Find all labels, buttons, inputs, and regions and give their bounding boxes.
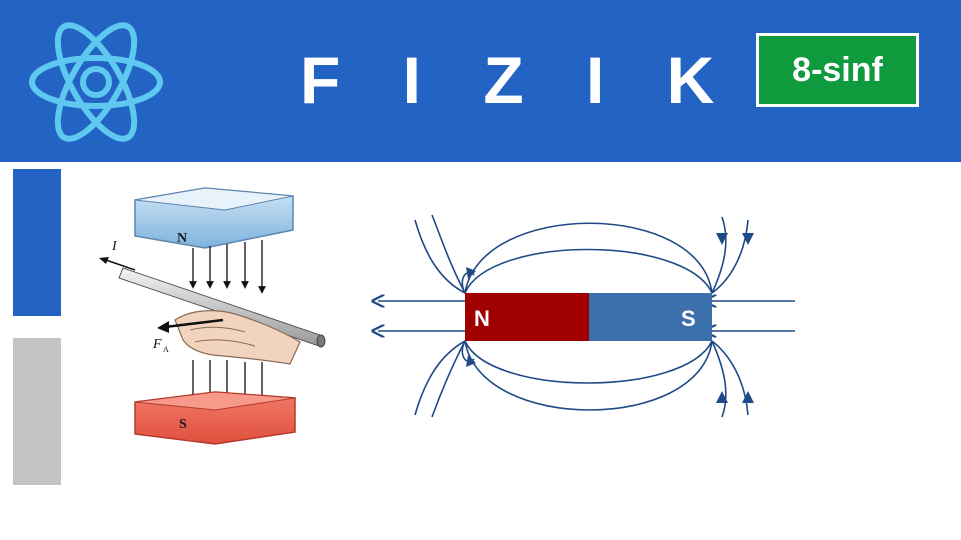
field-direction-arrows xyxy=(466,233,754,403)
bar-south-label: S xyxy=(681,306,696,331)
north-pole-slab xyxy=(134,187,294,249)
header-banner: F I Z I K A 8-sinf xyxy=(0,0,961,162)
left-hand-drawing xyxy=(174,310,301,365)
grade-label: 8-sinf xyxy=(759,36,916,104)
bar-magnet-field-figure: N S xyxy=(370,214,795,418)
force-arrow xyxy=(157,318,224,333)
atom-icon xyxy=(29,22,163,142)
force-subscript: A xyxy=(163,345,169,354)
grade-badge: 8-sinf xyxy=(756,33,919,107)
field-lines xyxy=(378,214,795,418)
south-pole-label: S xyxy=(179,417,187,432)
north-pole-label: N xyxy=(177,231,187,246)
side-accent-gray xyxy=(13,338,61,485)
bar-north-label: N xyxy=(474,306,490,331)
south-pole-bar xyxy=(589,293,712,341)
current-arrow xyxy=(99,257,136,271)
force-label: F xyxy=(152,337,162,352)
page-title: F I Z I K A xyxy=(300,43,844,117)
conductor-rod xyxy=(118,267,326,348)
left-hand-rule-figure: N I F A S xyxy=(99,187,326,445)
south-pole-slab xyxy=(134,391,296,445)
current-label: I xyxy=(111,239,118,254)
north-pole-bar xyxy=(465,293,589,341)
side-accent-blue xyxy=(13,169,61,316)
